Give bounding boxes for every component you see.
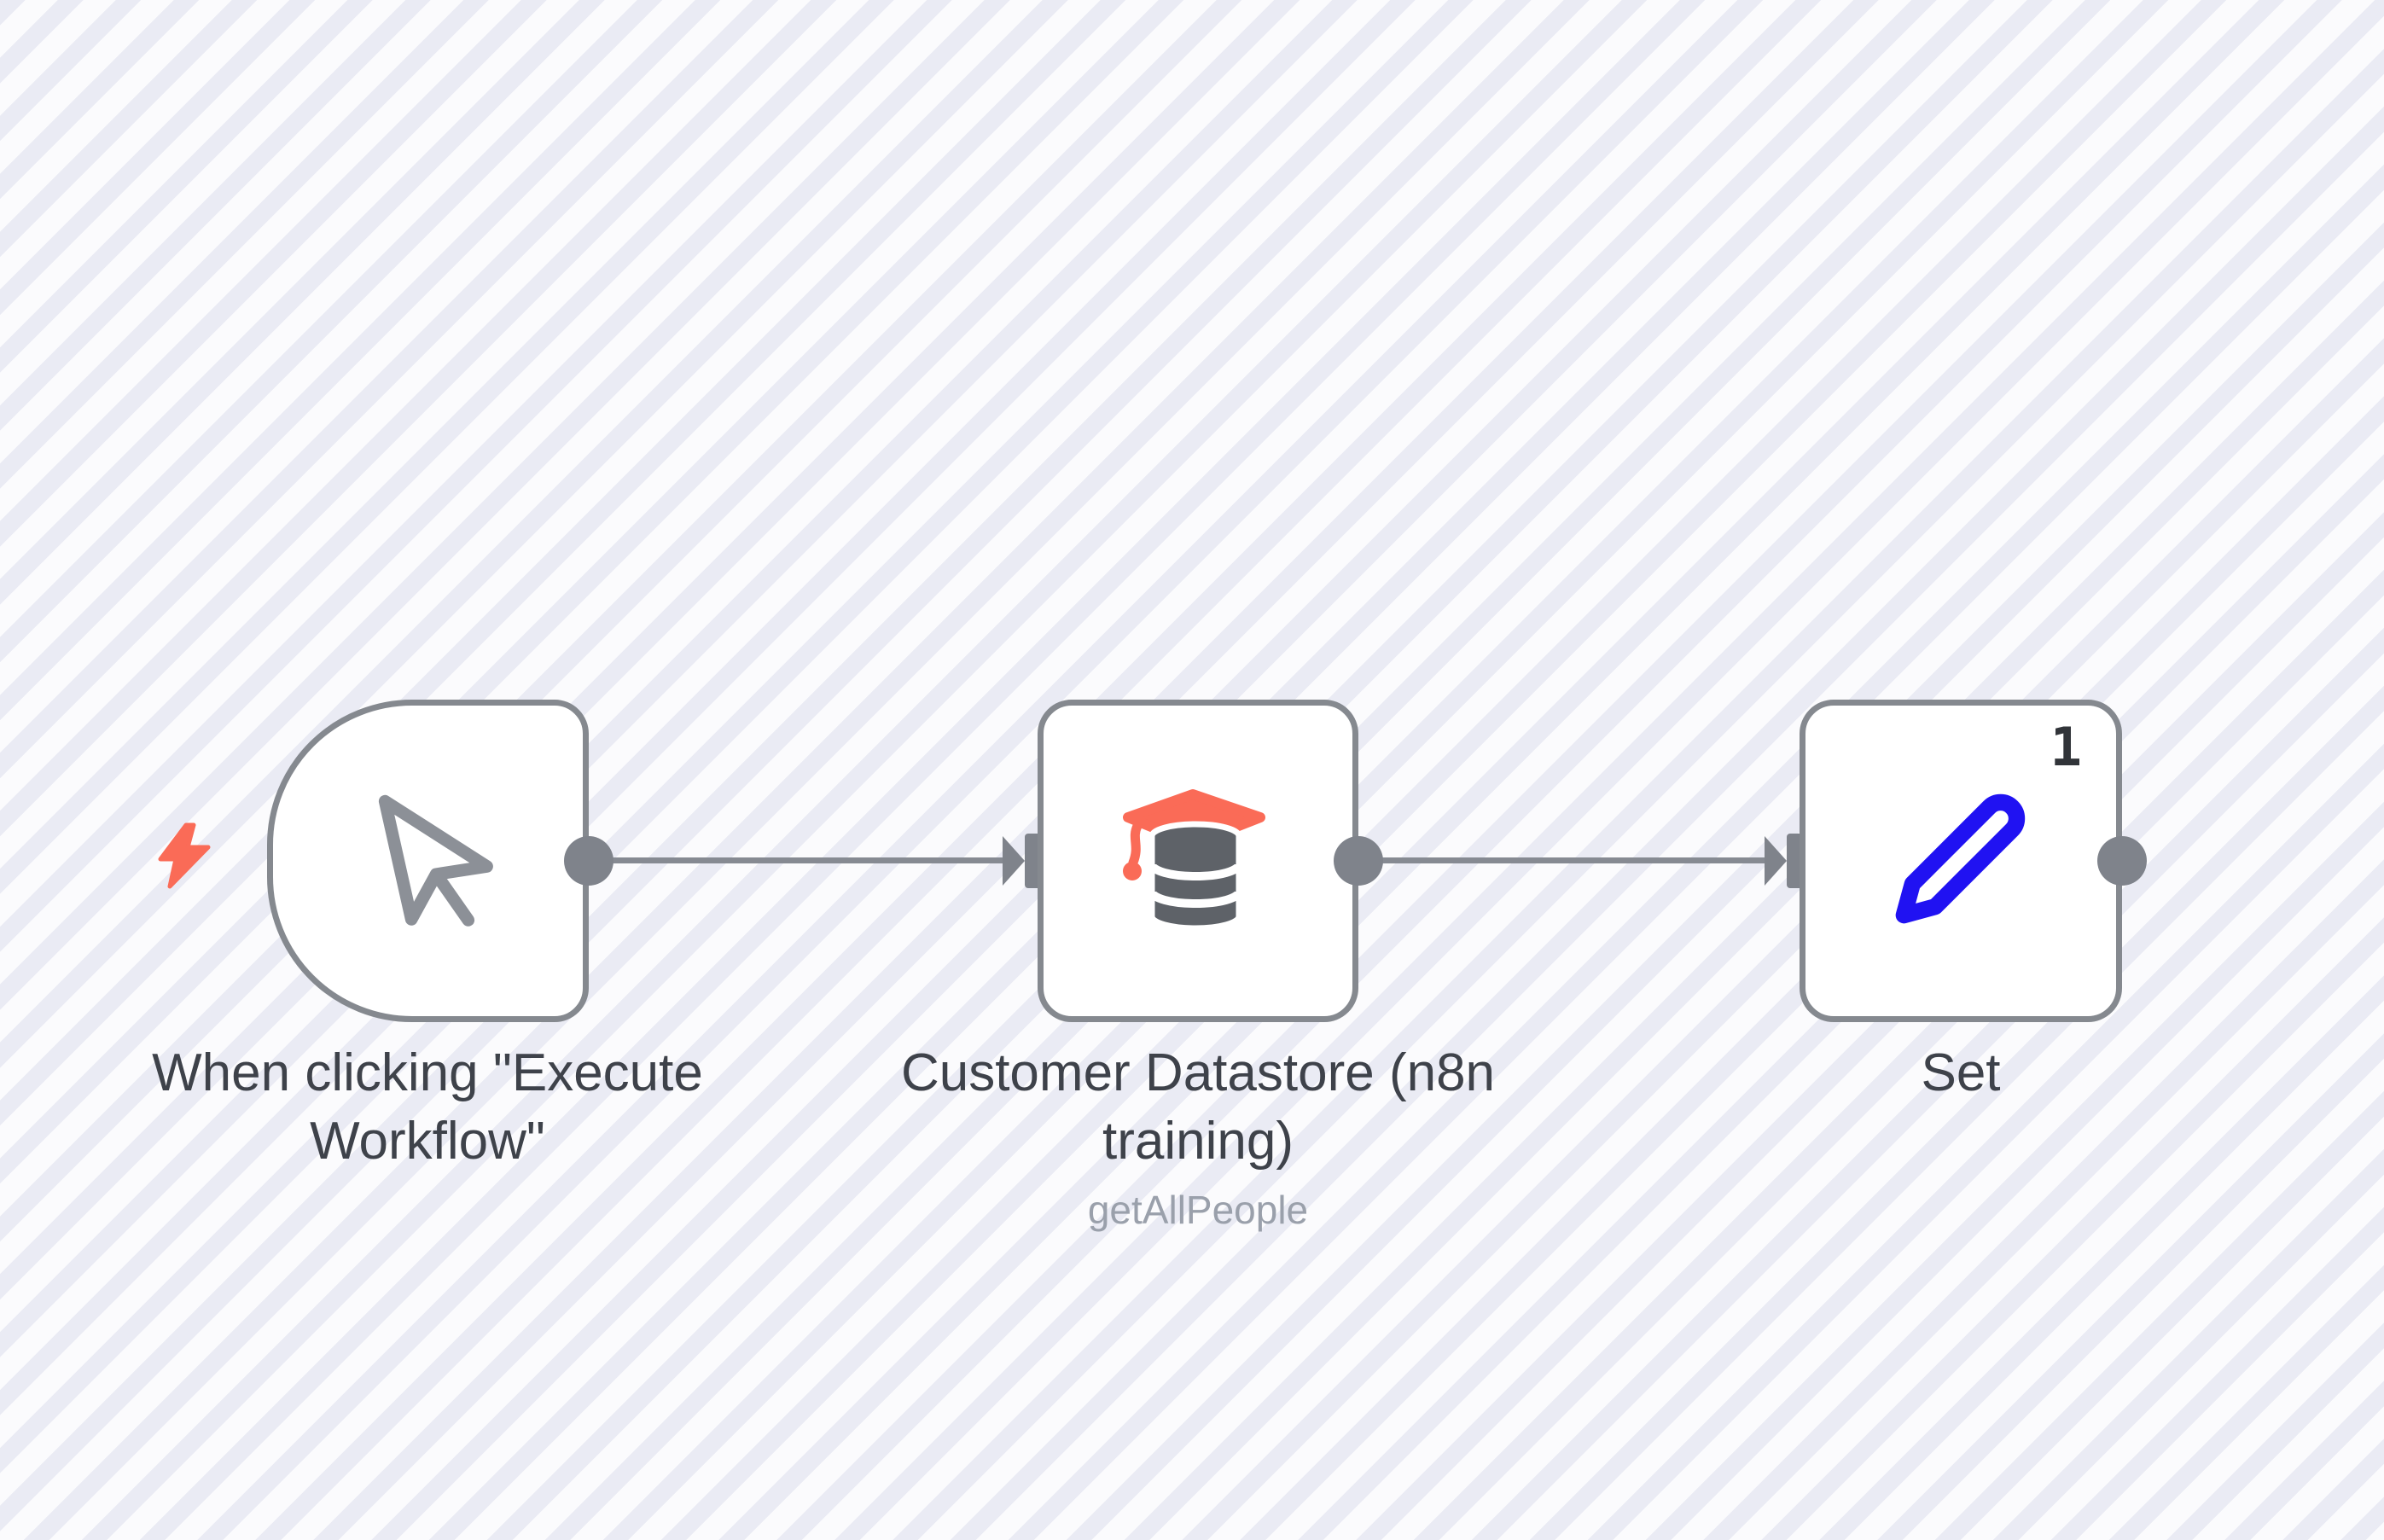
node-set[interactable]: 1 [1800,700,2122,1022]
node-title: Customer Datastore (n8n training) [900,1043,1496,1171]
node-label-manual-trigger: When clicking "Execute Workflow" [152,1043,703,1171]
output-endpoint-datastore[interactable] [1334,836,1383,886]
lightning-bolt-icon [158,822,211,889]
pencil-icon [1895,793,2026,924]
mouse-pointer-icon [378,794,493,927]
node-operation-subtitle: getAllPeople [1087,1188,1309,1232]
node-customer-datastore[interactable] [1038,700,1358,1022]
connection-trigger-to-datastore[interactable] [589,857,1009,863]
input-arrow-set [1765,836,1787,886]
connection-datastore-to-set[interactable] [1358,857,1770,863]
output-endpoint-set[interactable] [2097,836,2147,886]
node-label-customer-datastore: Customer Datastore (n8n training) getAll… [840,1039,1556,1234]
node-manual-trigger[interactable] [267,700,589,1022]
output-endpoint-trigger[interactable] [564,836,613,886]
node-label-set: Set [1921,1043,2001,1102]
items-count-badge: 1 [2050,716,2082,778]
input-arrow-datastore [1003,836,1025,886]
graduation-cap-database-icon [1123,789,1265,932]
